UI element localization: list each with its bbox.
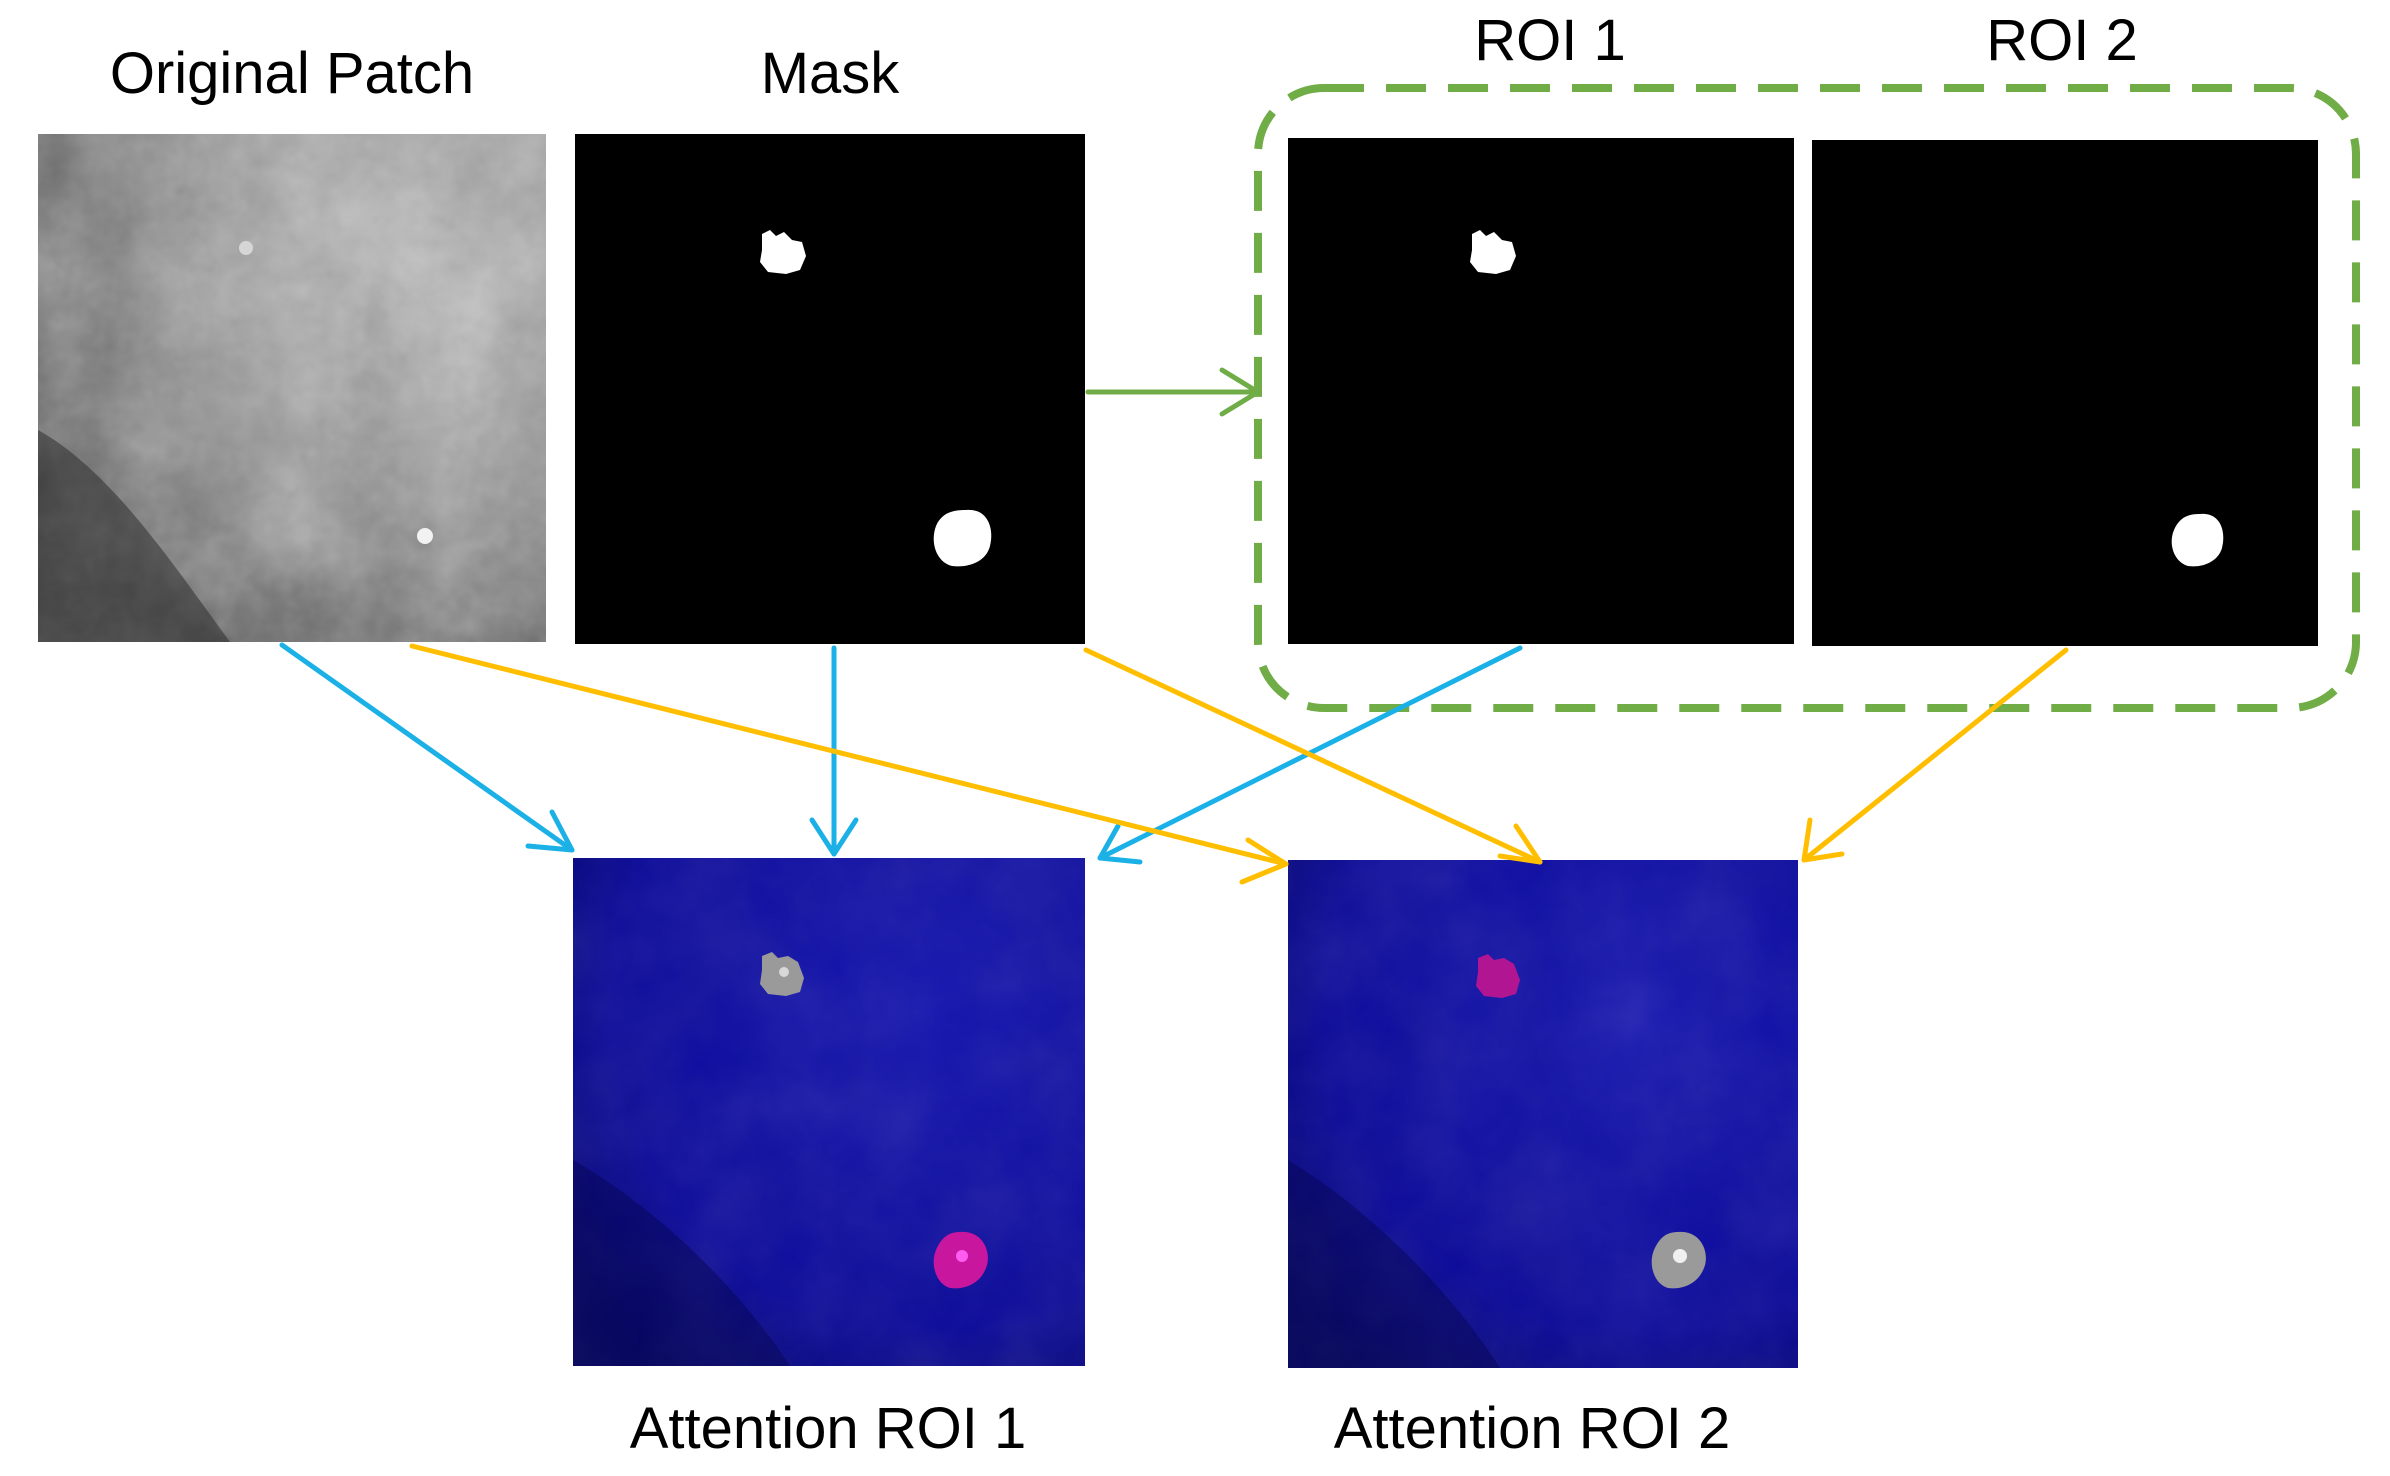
roi1-label: ROI 1 bbox=[1474, 8, 1626, 73]
roi2-blob bbox=[2171, 513, 2224, 567]
mask-blob-bottom bbox=[933, 509, 992, 567]
arrow-mask-to-roi-group bbox=[1085, 367, 1261, 417]
attention-roi2-image bbox=[1288, 860, 1798, 1368]
mask-image bbox=[575, 134, 1085, 644]
arrow-original-to-attention-roi1 bbox=[279, 642, 575, 853]
roi1-image bbox=[1288, 138, 1794, 644]
mask-blob-top bbox=[760, 230, 806, 274]
arrow-mask-to-attention-roi2 bbox=[1083, 647, 1543, 865]
roi-group-border bbox=[1254, 84, 2360, 712]
attention-roi2-label: Attention ROI 2 bbox=[1334, 1396, 1731, 1461]
arrows bbox=[279, 367, 2069, 885]
arrow-roi2-to-attention-roi2 bbox=[1801, 647, 2069, 863]
roi2-image bbox=[1812, 140, 2318, 646]
arrow-original-to-attention-roi2 bbox=[409, 643, 1289, 885]
attention-roi2-highlight-top bbox=[1476, 954, 1520, 998]
mask-label: Mask bbox=[761, 41, 901, 106]
attention-roi1-image bbox=[573, 858, 1085, 1366]
roi2-label: ROI 2 bbox=[1986, 8, 2138, 73]
original-patch-image bbox=[38, 134, 546, 642]
original-patch-label: Original Patch bbox=[110, 41, 474, 106]
attention-roi1-label: Attention ROI 1 bbox=[630, 1396, 1027, 1461]
roi1-blob bbox=[1470, 230, 1516, 274]
